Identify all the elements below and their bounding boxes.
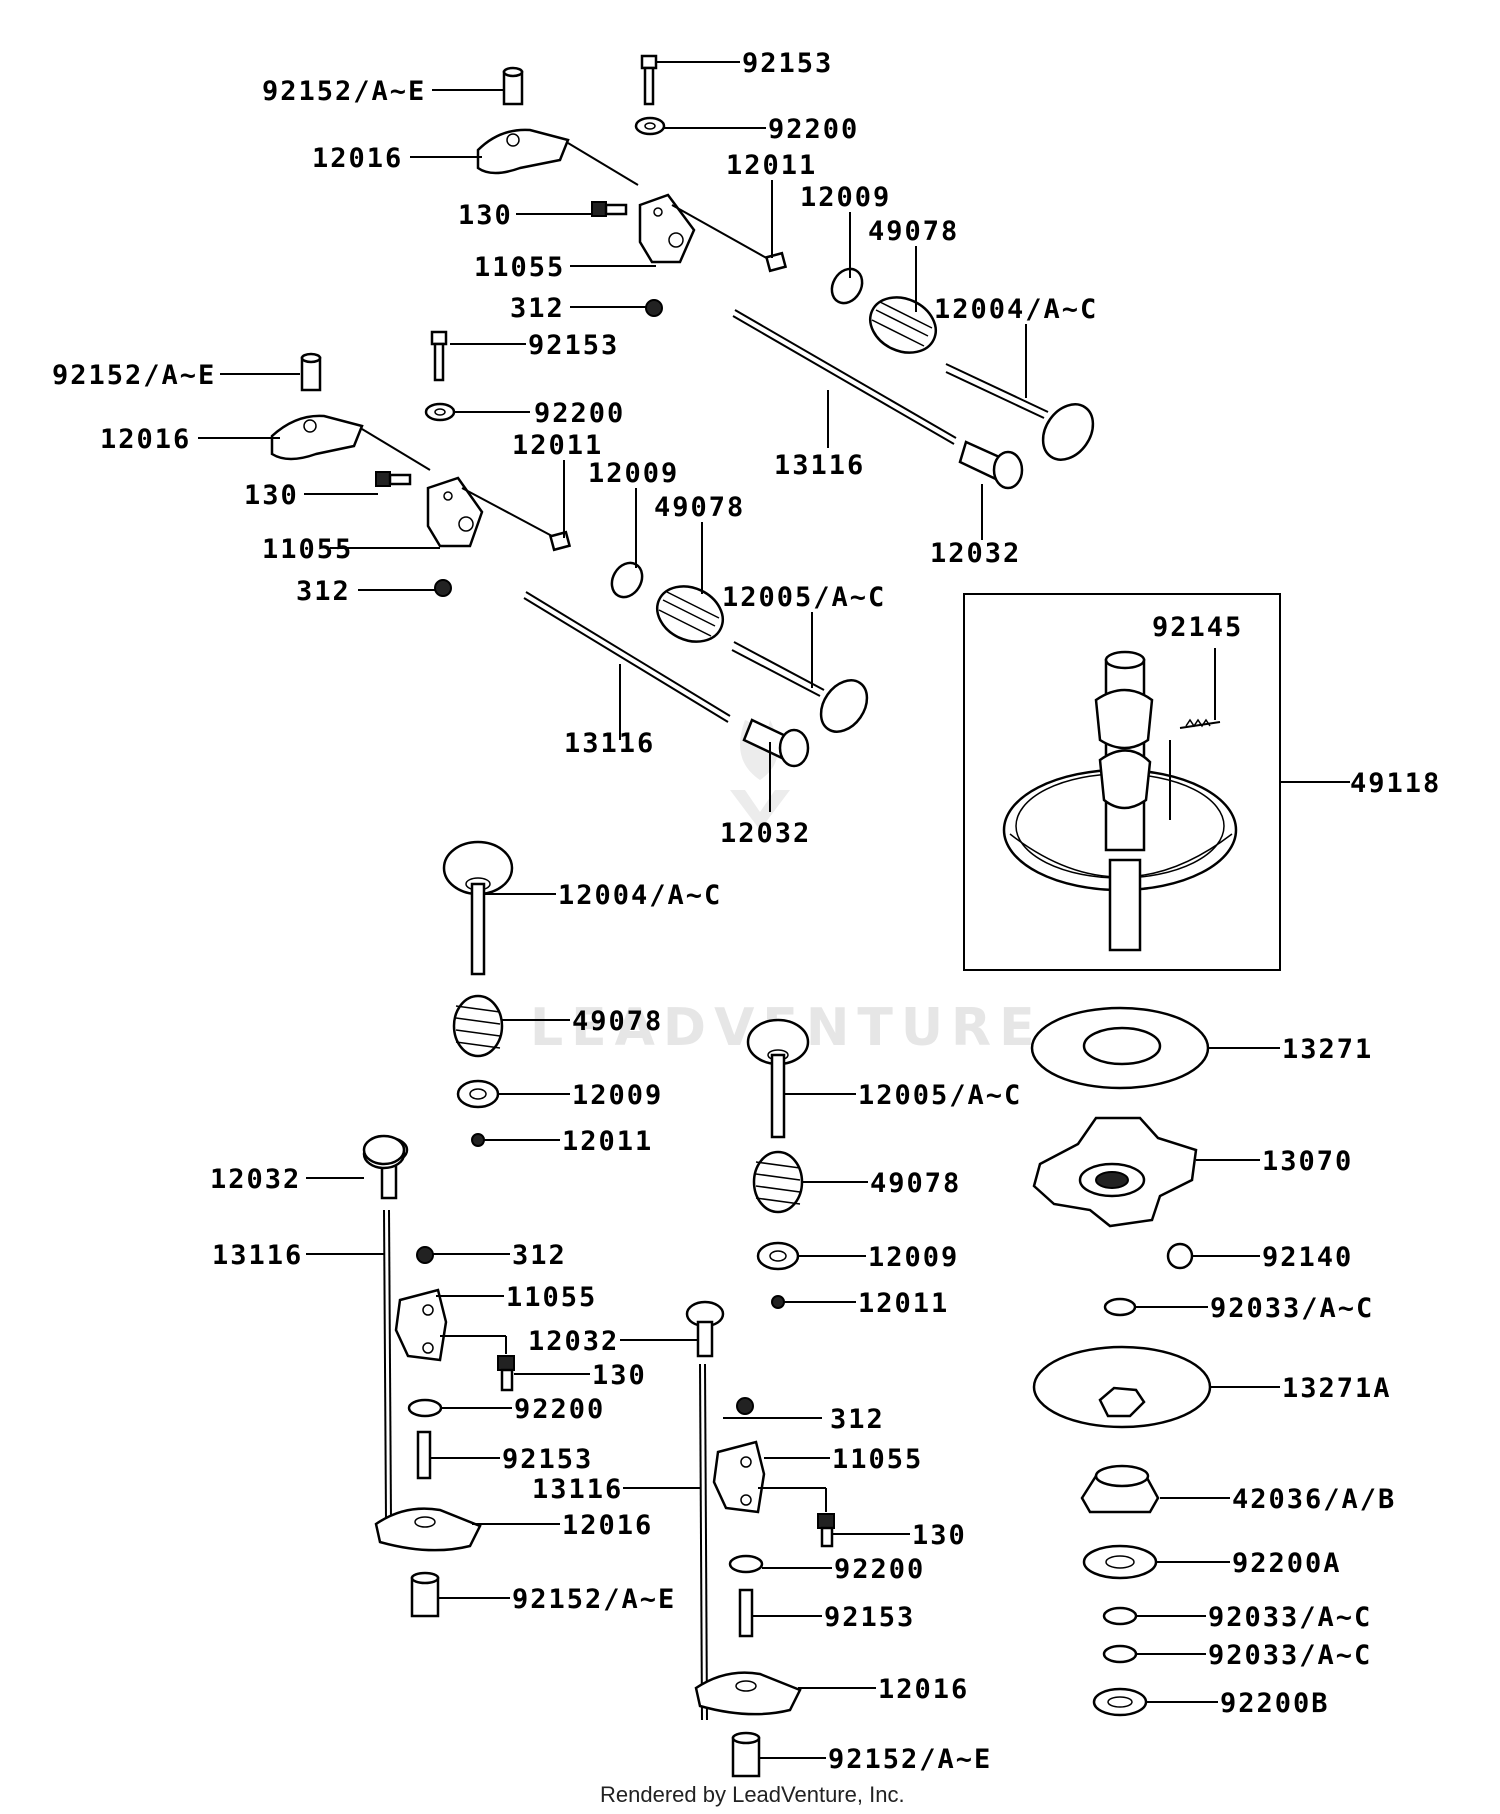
part-label: 13116 xyxy=(564,728,655,759)
part-label: 12011 xyxy=(512,430,603,461)
valve-stack-center xyxy=(746,1018,810,1309)
part-label: 12005/A~C xyxy=(722,582,886,613)
part-label: 312 xyxy=(830,1404,885,1435)
part-label: 42036/A/B xyxy=(1232,1484,1396,1515)
part-label: 92033/A~C xyxy=(1208,1640,1372,1671)
part-label: 12032 xyxy=(210,1164,301,1195)
part-label: 13271 xyxy=(1282,1034,1373,1065)
part-label: 92152/A~E xyxy=(52,360,216,391)
part-label: 12032 xyxy=(930,538,1021,569)
part-label: 13116 xyxy=(532,1474,623,1505)
part-label: 12032 xyxy=(720,818,811,849)
part-label: 92033/A~C xyxy=(1208,1602,1372,1633)
part-label: 92140 xyxy=(1262,1242,1353,1273)
part-label: 92200 xyxy=(514,1394,605,1425)
part-label: 49078 xyxy=(572,1006,663,1037)
part-label: 49078 xyxy=(870,1168,961,1199)
part-label: 92152/A~E xyxy=(262,76,426,107)
part-label: 92153 xyxy=(528,330,619,361)
part-label: 12016 xyxy=(100,424,191,455)
part-label: 13070 xyxy=(1262,1146,1353,1177)
part-label: 12009 xyxy=(588,458,679,489)
part-label: 12009 xyxy=(800,182,891,213)
lifter-lower-left xyxy=(362,1134,406,1166)
part-label: 13116 xyxy=(212,1240,303,1271)
part-label: 12016 xyxy=(312,143,403,174)
part-label: 12011 xyxy=(562,1126,653,1157)
part-label: 11055 xyxy=(506,1282,597,1313)
rocker-assembly-lower-center xyxy=(685,1300,835,1778)
part-label: 12016 xyxy=(878,1674,969,1705)
part-label: 11055 xyxy=(832,1444,923,1475)
part-label: 92153 xyxy=(824,1602,915,1633)
part-label: 92033/A~C xyxy=(1210,1293,1374,1324)
valve-assembly-upper-1 xyxy=(476,54,1095,490)
part-label: 92200 xyxy=(768,114,859,145)
part-label: 12009 xyxy=(868,1242,959,1273)
part-label: 12011 xyxy=(858,1288,949,1319)
part-label: 92200A xyxy=(1232,1548,1342,1579)
part-label: 49078 xyxy=(654,492,745,523)
part-label: 92153 xyxy=(742,48,833,79)
part-label: 13271A xyxy=(1282,1373,1392,1404)
footer-credit: Rendered by LeadVenture, Inc. xyxy=(600,1782,905,1807)
governor-stack xyxy=(1030,1006,1212,1717)
part-label: 312 xyxy=(512,1240,567,1271)
part-label: 92153 xyxy=(502,1444,593,1475)
part-label: 12004/A~C xyxy=(934,294,1098,325)
part-label: 11055 xyxy=(474,252,565,283)
part-label: 49118 xyxy=(1350,768,1441,799)
valve-assembly-upper-2 xyxy=(270,330,869,768)
part-label: 312 xyxy=(510,293,565,324)
part-label: 92152/A~E xyxy=(828,1744,992,1775)
part-label: 92200B xyxy=(1220,1688,1330,1719)
part-label: 130 xyxy=(458,200,513,231)
part-label: 12005/A~C xyxy=(858,1080,1022,1111)
part-labels: 92153 92152/A~E 92200 12016 12011 130 12… xyxy=(52,48,1441,1775)
part-label: 11055 xyxy=(262,534,353,565)
part-label: 92200 xyxy=(834,1554,925,1585)
part-label: 92152/A~E xyxy=(512,1584,676,1615)
part-label: 312 xyxy=(296,576,351,607)
leader-lines xyxy=(198,61,1350,1759)
part-label: 49078 xyxy=(868,216,959,247)
camshaft-assembly xyxy=(963,593,1281,971)
part-label: 13116 xyxy=(774,450,865,481)
part-label: 130 xyxy=(912,1520,967,1551)
part-label: 12009 xyxy=(572,1080,663,1111)
part-label: 12004/A~C xyxy=(558,880,722,911)
part-label: 92200 xyxy=(534,398,625,429)
part-label: 12032 xyxy=(528,1326,619,1357)
part-label: 130 xyxy=(244,480,299,511)
rocker-assembly-lower-left xyxy=(362,1136,515,1618)
part-label: 12016 xyxy=(562,1510,653,1541)
valve-stack-left xyxy=(442,840,514,1147)
part-label: 92145 xyxy=(1152,612,1243,643)
part-label: 12011 xyxy=(726,150,817,181)
part-label: 130 xyxy=(592,1360,647,1391)
